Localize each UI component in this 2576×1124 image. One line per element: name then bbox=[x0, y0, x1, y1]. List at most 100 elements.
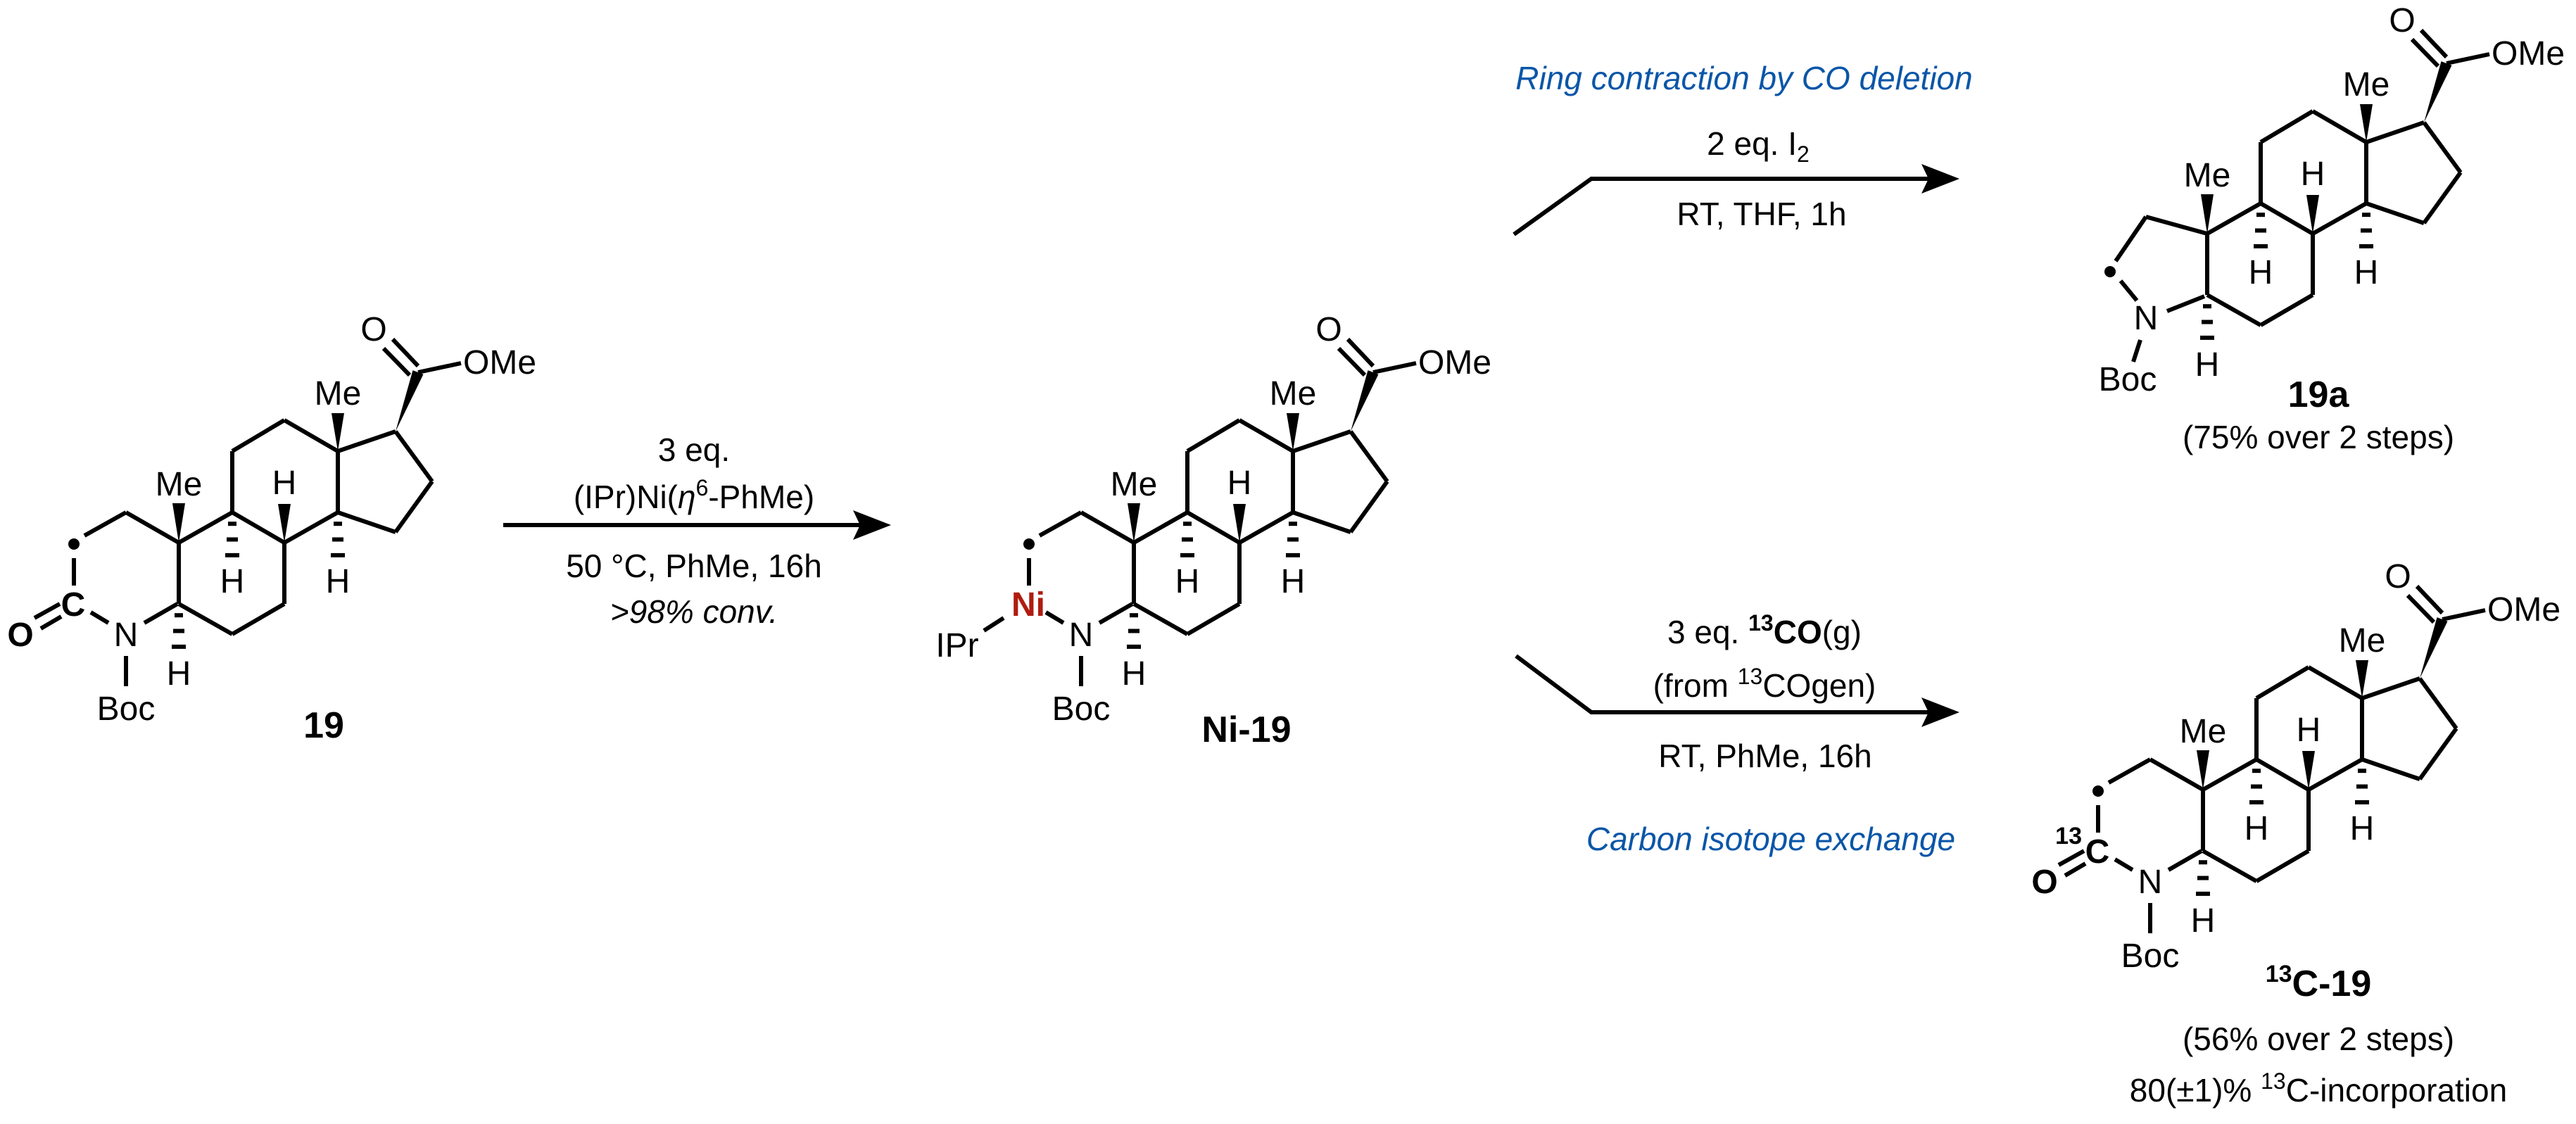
bond bbox=[2406, 593, 2436, 624]
step1-reagent-amount: 3 eq. bbox=[658, 431, 730, 468]
arrowhead-icon bbox=[1921, 697, 1959, 727]
compound-label-19: 19 bbox=[303, 705, 344, 746]
ipr-ligand-label: IPr bbox=[935, 627, 978, 664]
bond bbox=[2307, 757, 2363, 792]
bond bbox=[1038, 510, 1082, 538]
atom-label: H bbox=[326, 563, 351, 600]
wedge-bond bbox=[1351, 370, 1379, 431]
atom-label: H bbox=[2191, 902, 2216, 940]
bond bbox=[337, 510, 396, 534]
bond bbox=[1080, 510, 1135, 545]
bond bbox=[2410, 37, 2440, 68]
wedge-bond bbox=[2197, 750, 2209, 790]
atom-label: Me bbox=[2180, 713, 2227, 750]
bond bbox=[2422, 121, 2463, 174]
bond bbox=[2166, 294, 2206, 313]
bond bbox=[393, 480, 434, 533]
bond bbox=[2419, 28, 2449, 59]
bond bbox=[231, 602, 286, 636]
wedge-bond bbox=[332, 413, 344, 451]
atom-label: Me bbox=[2184, 157, 2231, 194]
isotope-exchange-annotation: Carbon isotope exchange bbox=[1586, 821, 1955, 857]
bond bbox=[283, 510, 339, 545]
atom-label: H bbox=[1175, 563, 1200, 600]
bond bbox=[2259, 109, 2314, 144]
atom-label: H bbox=[2195, 346, 2220, 384]
bond bbox=[39, 614, 63, 631]
wedge-bond bbox=[2356, 660, 2368, 698]
bond bbox=[2107, 757, 2152, 785]
atom-label: Me bbox=[1270, 375, 1317, 412]
yield-13c-19: (56% over 2 steps) bbox=[2183, 1021, 2454, 1057]
atom-label: O bbox=[1315, 311, 1341, 348]
step2b-conditions: RT, PhMe, 16h bbox=[1658, 738, 1871, 774]
bond bbox=[1238, 510, 1294, 545]
bond bbox=[2149, 757, 2204, 792]
bond bbox=[2446, 52, 2490, 65]
bond bbox=[2131, 339, 2142, 362]
bond bbox=[1186, 602, 1241, 636]
atom-label: N bbox=[2134, 300, 2159, 337]
wedge-bond bbox=[1233, 504, 1246, 543]
bond bbox=[2259, 201, 2314, 236]
atom-label: H bbox=[1122, 655, 1147, 693]
step2a-arrow-group: Ring contraction by CO deletion 2 eq. I2… bbox=[1513, 60, 1973, 236]
boc-group-label: Boc bbox=[97, 690, 156, 728]
bond bbox=[2422, 171, 2463, 225]
bond bbox=[2255, 757, 2310, 792]
boc-group-label: Boc bbox=[2121, 937, 2180, 975]
step2b-reagent: 3 eq. 13CO(g) bbox=[1667, 610, 1862, 650]
bond bbox=[381, 346, 412, 377]
wedge-bond bbox=[2302, 751, 2315, 790]
step1-conversion: >98% conv. bbox=[610, 593, 778, 630]
bond bbox=[2311, 109, 2368, 144]
atom-label: OMe bbox=[463, 344, 536, 381]
bond bbox=[33, 602, 61, 620]
bond bbox=[2202, 757, 2258, 792]
bond bbox=[1292, 429, 1351, 453]
step2a-reagent: 2 eq. I2 bbox=[1707, 125, 1810, 167]
bond bbox=[2418, 727, 2458, 781]
bond bbox=[417, 361, 462, 374]
reaction-arrow-ring-contraction bbox=[1513, 177, 1932, 236]
atom-label: Me bbox=[2343, 66, 2390, 103]
wedge-bond bbox=[2306, 195, 2319, 234]
bond bbox=[2064, 861, 2087, 878]
wedge-bond bbox=[396, 370, 424, 431]
step2b-arrow-group: 3 eq. 13CO(g) (from 13COgen) RT, PhMe, 1… bbox=[1515, 610, 1959, 857]
atom-label: OMe bbox=[1418, 344, 1491, 381]
bond bbox=[2311, 201, 2368, 236]
isotope-incorporation: 80(±1)% 13C-incorporation bbox=[2130, 1068, 2507, 1109]
bond bbox=[1132, 510, 1189, 545]
bond bbox=[83, 510, 127, 538]
bond bbox=[2418, 677, 2458, 730]
bond bbox=[231, 418, 286, 453]
bond bbox=[983, 616, 1005, 633]
wedge-bond bbox=[278, 504, 291, 543]
atom-label: O bbox=[360, 311, 386, 348]
boc-group-label: Boc bbox=[1052, 690, 1111, 728]
bond bbox=[391, 337, 420, 368]
atom-label: Me bbox=[1111, 466, 1158, 503]
atom-label: O bbox=[2389, 2, 2415, 39]
nickel-atom: Ni bbox=[1011, 586, 1045, 624]
position-marker-dot bbox=[1023, 538, 1035, 550]
carbonyl-oxygen: O bbox=[2031, 864, 2057, 901]
bond bbox=[1132, 602, 1189, 636]
bond bbox=[125, 510, 180, 545]
atom-label: H bbox=[2244, 810, 2269, 847]
wedge-bond bbox=[2360, 104, 2373, 142]
atom-label: Me bbox=[156, 466, 203, 503]
carbonyl-oxygen: O bbox=[7, 617, 33, 654]
bond bbox=[1238, 418, 1294, 453]
atom-label: H bbox=[167, 655, 191, 693]
atom-label: H bbox=[2354, 254, 2379, 291]
bond bbox=[2206, 293, 2262, 327]
bond bbox=[1372, 361, 1417, 374]
isotope-label: 13 bbox=[2055, 823, 2082, 850]
compound-label-ni-19: Ni-19 bbox=[1201, 709, 1291, 750]
bond bbox=[1346, 337, 1375, 368]
bond bbox=[2366, 201, 2425, 225]
